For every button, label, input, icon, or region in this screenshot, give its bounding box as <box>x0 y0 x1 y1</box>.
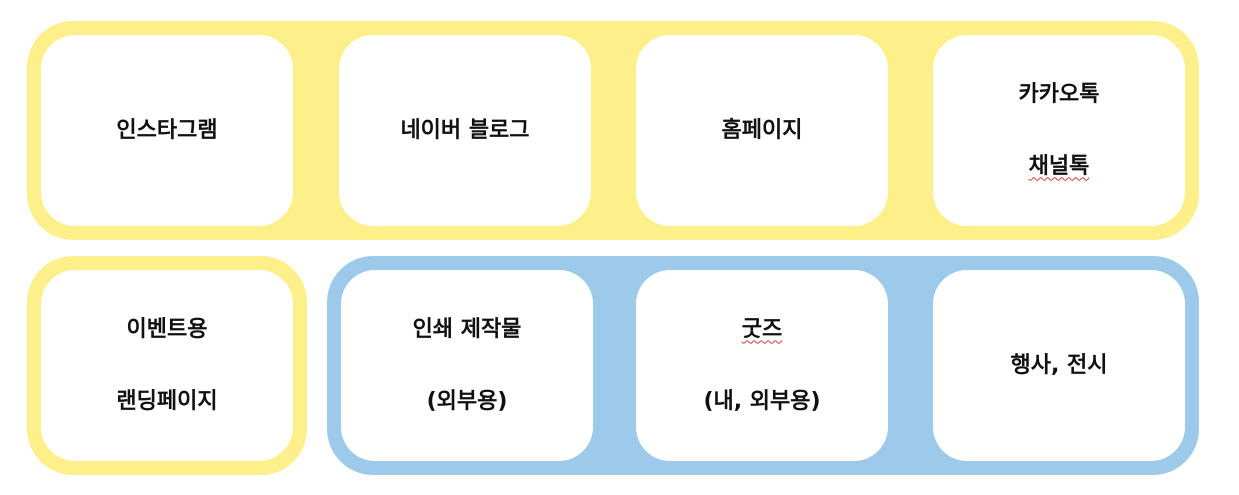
box-label-group: 인쇄 제작물 (외부용) <box>413 276 522 456</box>
box-label-line1: 인쇄 제작물 <box>412 316 522 342</box>
box-instagram: 인스타그램 <box>41 35 293 226</box>
box-label-group: 이벤트용 랜딩페이지 <box>116 276 217 456</box>
box-events-exhibitions: 행사, 전시 <box>933 270 1185 461</box>
box-label: 홈페이지 <box>721 117 803 143</box>
box-label-line1: 굿즈 <box>741 316 783 342</box>
box-label-line1: 카카오톡 <box>1018 81 1100 107</box>
box-label-line2: 랜딩페이지 <box>116 388 218 414</box>
box-naver-blog: 네이버 블로그 <box>339 35 591 226</box>
box-event-landing-page: 이벤트용 랜딩페이지 <box>41 270 293 461</box>
box-kakaotalk-channel: 카카오톡 채널톡 <box>933 35 1185 226</box>
box-goods: 굿즈 (내, 외부용) <box>636 270 888 461</box>
box-print-materials: 인쇄 제작물 (외부용) <box>341 270 593 461</box>
box-label-line1: 이벤트용 <box>126 316 208 342</box>
box-label-group: 굿즈 (내, 외부용) <box>703 276 820 456</box>
box-label: 네이버 블로그 <box>400 117 530 143</box>
box-label-group: 카카오톡 채널톡 <box>1019 41 1100 221</box>
box-label: 행사, 전시 <box>1010 352 1108 378</box>
box-label-line2: (외부용) <box>426 388 508 414</box>
box-label-line2: (내, 외부용) <box>703 388 821 414</box>
box-label-line2: 채널톡 <box>1028 153 1090 179</box>
box-label: 인스타그램 <box>116 117 218 143</box>
box-homepage: 홈페이지 <box>636 35 888 226</box>
